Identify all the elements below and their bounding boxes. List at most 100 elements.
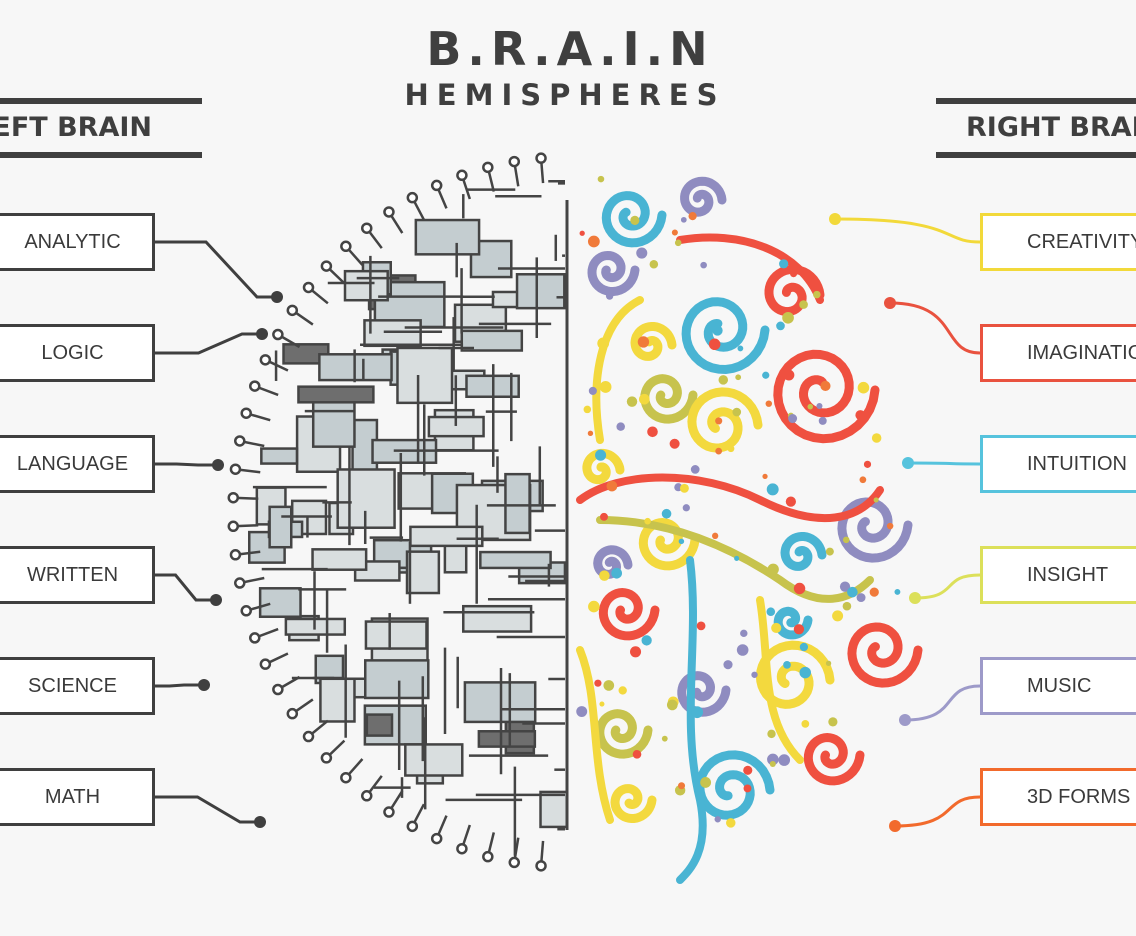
swirl-dot xyxy=(718,375,729,385)
circuit-node xyxy=(259,658,272,670)
circuit-node xyxy=(361,790,373,802)
swirl-dot xyxy=(678,782,686,790)
circuit-node xyxy=(535,152,547,164)
swirl-dot xyxy=(671,229,678,236)
left-connector-line xyxy=(155,332,262,355)
right-connector-line xyxy=(914,573,981,600)
swirl-dot xyxy=(599,381,612,393)
circuit-node xyxy=(406,191,419,204)
circuit-node xyxy=(508,856,521,869)
swirl xyxy=(847,622,923,688)
circuit-node xyxy=(482,161,494,174)
swirl-dot xyxy=(767,563,779,575)
circuit-block xyxy=(268,505,293,549)
circuit-node xyxy=(320,260,333,272)
swirl-dot xyxy=(606,480,618,492)
circuit-node xyxy=(383,806,395,818)
circuit-block xyxy=(443,541,468,574)
swirl-dot xyxy=(641,635,652,646)
swirl xyxy=(803,732,865,786)
connector-lines xyxy=(155,213,981,832)
swirl-dot xyxy=(778,754,791,766)
swirl-dot xyxy=(732,407,742,417)
swirl xyxy=(638,517,700,571)
swirl xyxy=(837,497,913,563)
swirl xyxy=(598,587,660,641)
circuit-node xyxy=(430,832,443,845)
swirl-dot xyxy=(736,644,749,656)
swirl-dot xyxy=(595,449,607,461)
circuit-node xyxy=(240,605,252,617)
swirl-dot xyxy=(587,430,594,437)
swirl-dot xyxy=(661,735,668,742)
right-brain-header: RIGHT BRAIN xyxy=(936,98,1136,158)
swirl xyxy=(755,640,835,709)
swirl-dot xyxy=(690,465,700,474)
circuit-block xyxy=(405,550,441,595)
swirl xyxy=(687,387,763,453)
right-connector-dot xyxy=(902,457,914,469)
swirl xyxy=(780,532,827,571)
swirl-stroke xyxy=(576,646,614,824)
left-connector-line xyxy=(155,240,277,299)
swirl-dot xyxy=(735,374,742,381)
swirl-dot xyxy=(679,483,689,493)
swirl-dot xyxy=(669,438,680,449)
swirl-dot xyxy=(813,290,821,299)
swirl xyxy=(773,606,813,640)
circuit-node xyxy=(227,491,240,504)
circuit-node xyxy=(272,683,284,696)
swirl-dot xyxy=(599,701,605,707)
swirl-dot xyxy=(740,629,748,638)
left-hemisphere-circuit xyxy=(227,152,569,872)
right-connector-dot xyxy=(909,592,921,604)
circuit-node xyxy=(482,850,494,863)
swirl-dot xyxy=(783,661,791,669)
swirl-dot xyxy=(832,610,844,622)
page-title: B.R.A.I.N xyxy=(426,22,714,76)
swirl-dot xyxy=(873,497,879,503)
swirl-dot xyxy=(661,508,672,519)
swirl-dot xyxy=(611,567,623,579)
swirl-dot xyxy=(674,239,682,247)
swirl-dot xyxy=(825,547,834,556)
swirl-stroke xyxy=(756,596,804,764)
swirl-dot xyxy=(871,433,882,443)
swirl xyxy=(680,176,727,217)
swirl xyxy=(610,784,657,823)
swirl-dot xyxy=(734,555,740,561)
right-item-imagination: IMAGINATION xyxy=(980,324,1136,382)
swirl-dot xyxy=(855,410,866,421)
left-item-science: SCIENCE xyxy=(0,657,155,715)
swirl-dot xyxy=(576,706,588,718)
swirl-stroke xyxy=(576,473,884,523)
swirl-stroke xyxy=(592,296,644,444)
swirl-dot xyxy=(801,719,810,728)
right-connector-dot xyxy=(889,820,901,832)
swirl-dot xyxy=(743,765,753,775)
left-brain-header-text: LEFT BRAIN xyxy=(0,112,152,143)
circuit-node xyxy=(302,730,315,743)
right-connector-dot xyxy=(899,714,911,726)
left-connector-dot xyxy=(256,328,268,340)
circuit-node xyxy=(234,435,246,447)
swirl-dot xyxy=(779,259,789,269)
circuit-block xyxy=(479,550,552,570)
circuit-node xyxy=(430,179,443,192)
swirl-dot xyxy=(839,581,851,592)
circuit-block xyxy=(462,604,533,633)
right-connector-line xyxy=(834,217,981,244)
circuit-node xyxy=(240,407,252,419)
swirl-dot xyxy=(603,680,615,691)
swirl-dot xyxy=(711,532,719,539)
swirl-dot xyxy=(599,570,610,581)
swirl-dot xyxy=(820,380,831,392)
left-brain-header: LEFT BRAIN xyxy=(0,98,202,158)
swirl-dot xyxy=(587,235,600,248)
right-item-intuition: INTUITION xyxy=(980,435,1136,493)
swirl-dot xyxy=(678,538,685,545)
circuit-node xyxy=(229,463,242,475)
right-connector-dot xyxy=(884,297,896,309)
circuit-block xyxy=(409,525,484,548)
left-connector-line xyxy=(155,683,204,688)
